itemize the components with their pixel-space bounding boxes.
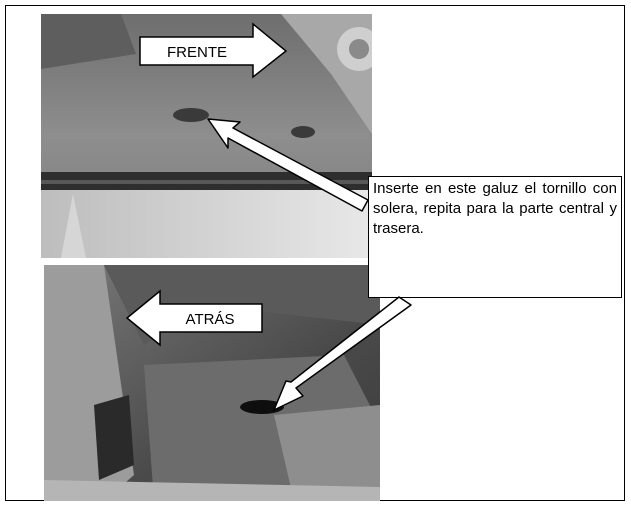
bottom-photo <box>44 265 380 501</box>
top-photo <box>41 14 372 258</box>
instruction-callout: Inserte en este galuz el tornillo con so… <box>368 176 622 298</box>
